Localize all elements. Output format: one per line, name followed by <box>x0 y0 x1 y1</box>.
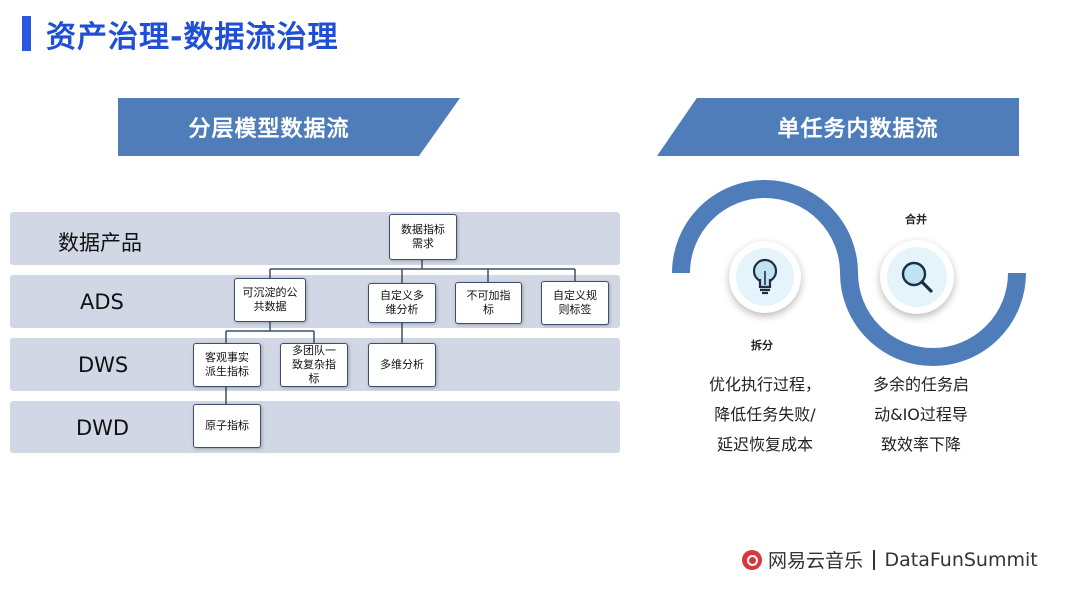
lightbulb-icon <box>752 258 778 295</box>
title-accent-bar <box>22 16 31 51</box>
merge-desc-line-3: 致效率下降 <box>880 435 961 454</box>
footer-event: DataFunSummit <box>884 548 1038 571</box>
node-public-data: 可沉淀的公共数据 <box>234 278 306 322</box>
node-metric-requirement: 数据指标需求 <box>389 214 457 260</box>
page-title: 资产治理-数据流治理 <box>46 20 339 55</box>
node-complex-metric: 多团队一致复杂指标 <box>280 343 348 387</box>
banner-single-task: 单任务内数据流 <box>657 98 1019 156</box>
node-non-additive: 不可加指标 <box>455 282 522 324</box>
layer-label-dws: DWS <box>78 353 129 377</box>
merge-circle <box>880 240 954 314</box>
layer-label-dwd: DWD <box>76 416 130 440</box>
node-atomic-metric: 原子指标 <box>193 404 261 448</box>
node-custom-rule-tag: 自定义规则标签 <box>541 281 609 325</box>
layer-band-dwd <box>10 401 620 453</box>
layer-label-product: 数据产品 <box>58 231 142 255</box>
merge-label: 合并 <box>905 213 927 226</box>
split-desc-line-1: 优化执行过程， <box>708 375 821 394</box>
split-label: 拆分 <box>751 339 773 352</box>
netease-music-logo-icon <box>742 549 762 570</box>
node-multidim-analysis: 多维分析 <box>368 343 436 387</box>
merge-desc-line-2: 动&IO过程导 <box>874 405 968 424</box>
layer-label-ads: ADS <box>80 290 124 314</box>
merge-description: 多余的任务启 动&IO过程导 致效率下降 <box>846 370 996 460</box>
node-derived-metric: 客观事实派生指标 <box>193 343 261 387</box>
banner-layered-model: 分层模型数据流 <box>118 98 460 156</box>
split-desc-line-3: 延迟恢复成本 <box>716 435 813 454</box>
node-custom-multidim: 自定义多维分析 <box>368 283 436 323</box>
footer: 网易云音乐 DataFunSummit <box>742 546 1038 573</box>
footer-brand: 网易云音乐 <box>768 550 864 572</box>
merge-desc-line-1: 多余的任务启 <box>872 375 969 394</box>
split-description: 优化执行过程， 降低任务失败/ 延迟恢复成本 <box>690 370 840 460</box>
split-circle <box>729 241 801 313</box>
layer-band-product <box>10 212 620 265</box>
split-desc-line-2: 降低任务失败/ <box>714 405 816 424</box>
magnifier-icon <box>901 261 933 293</box>
footer-separator <box>873 549 875 570</box>
